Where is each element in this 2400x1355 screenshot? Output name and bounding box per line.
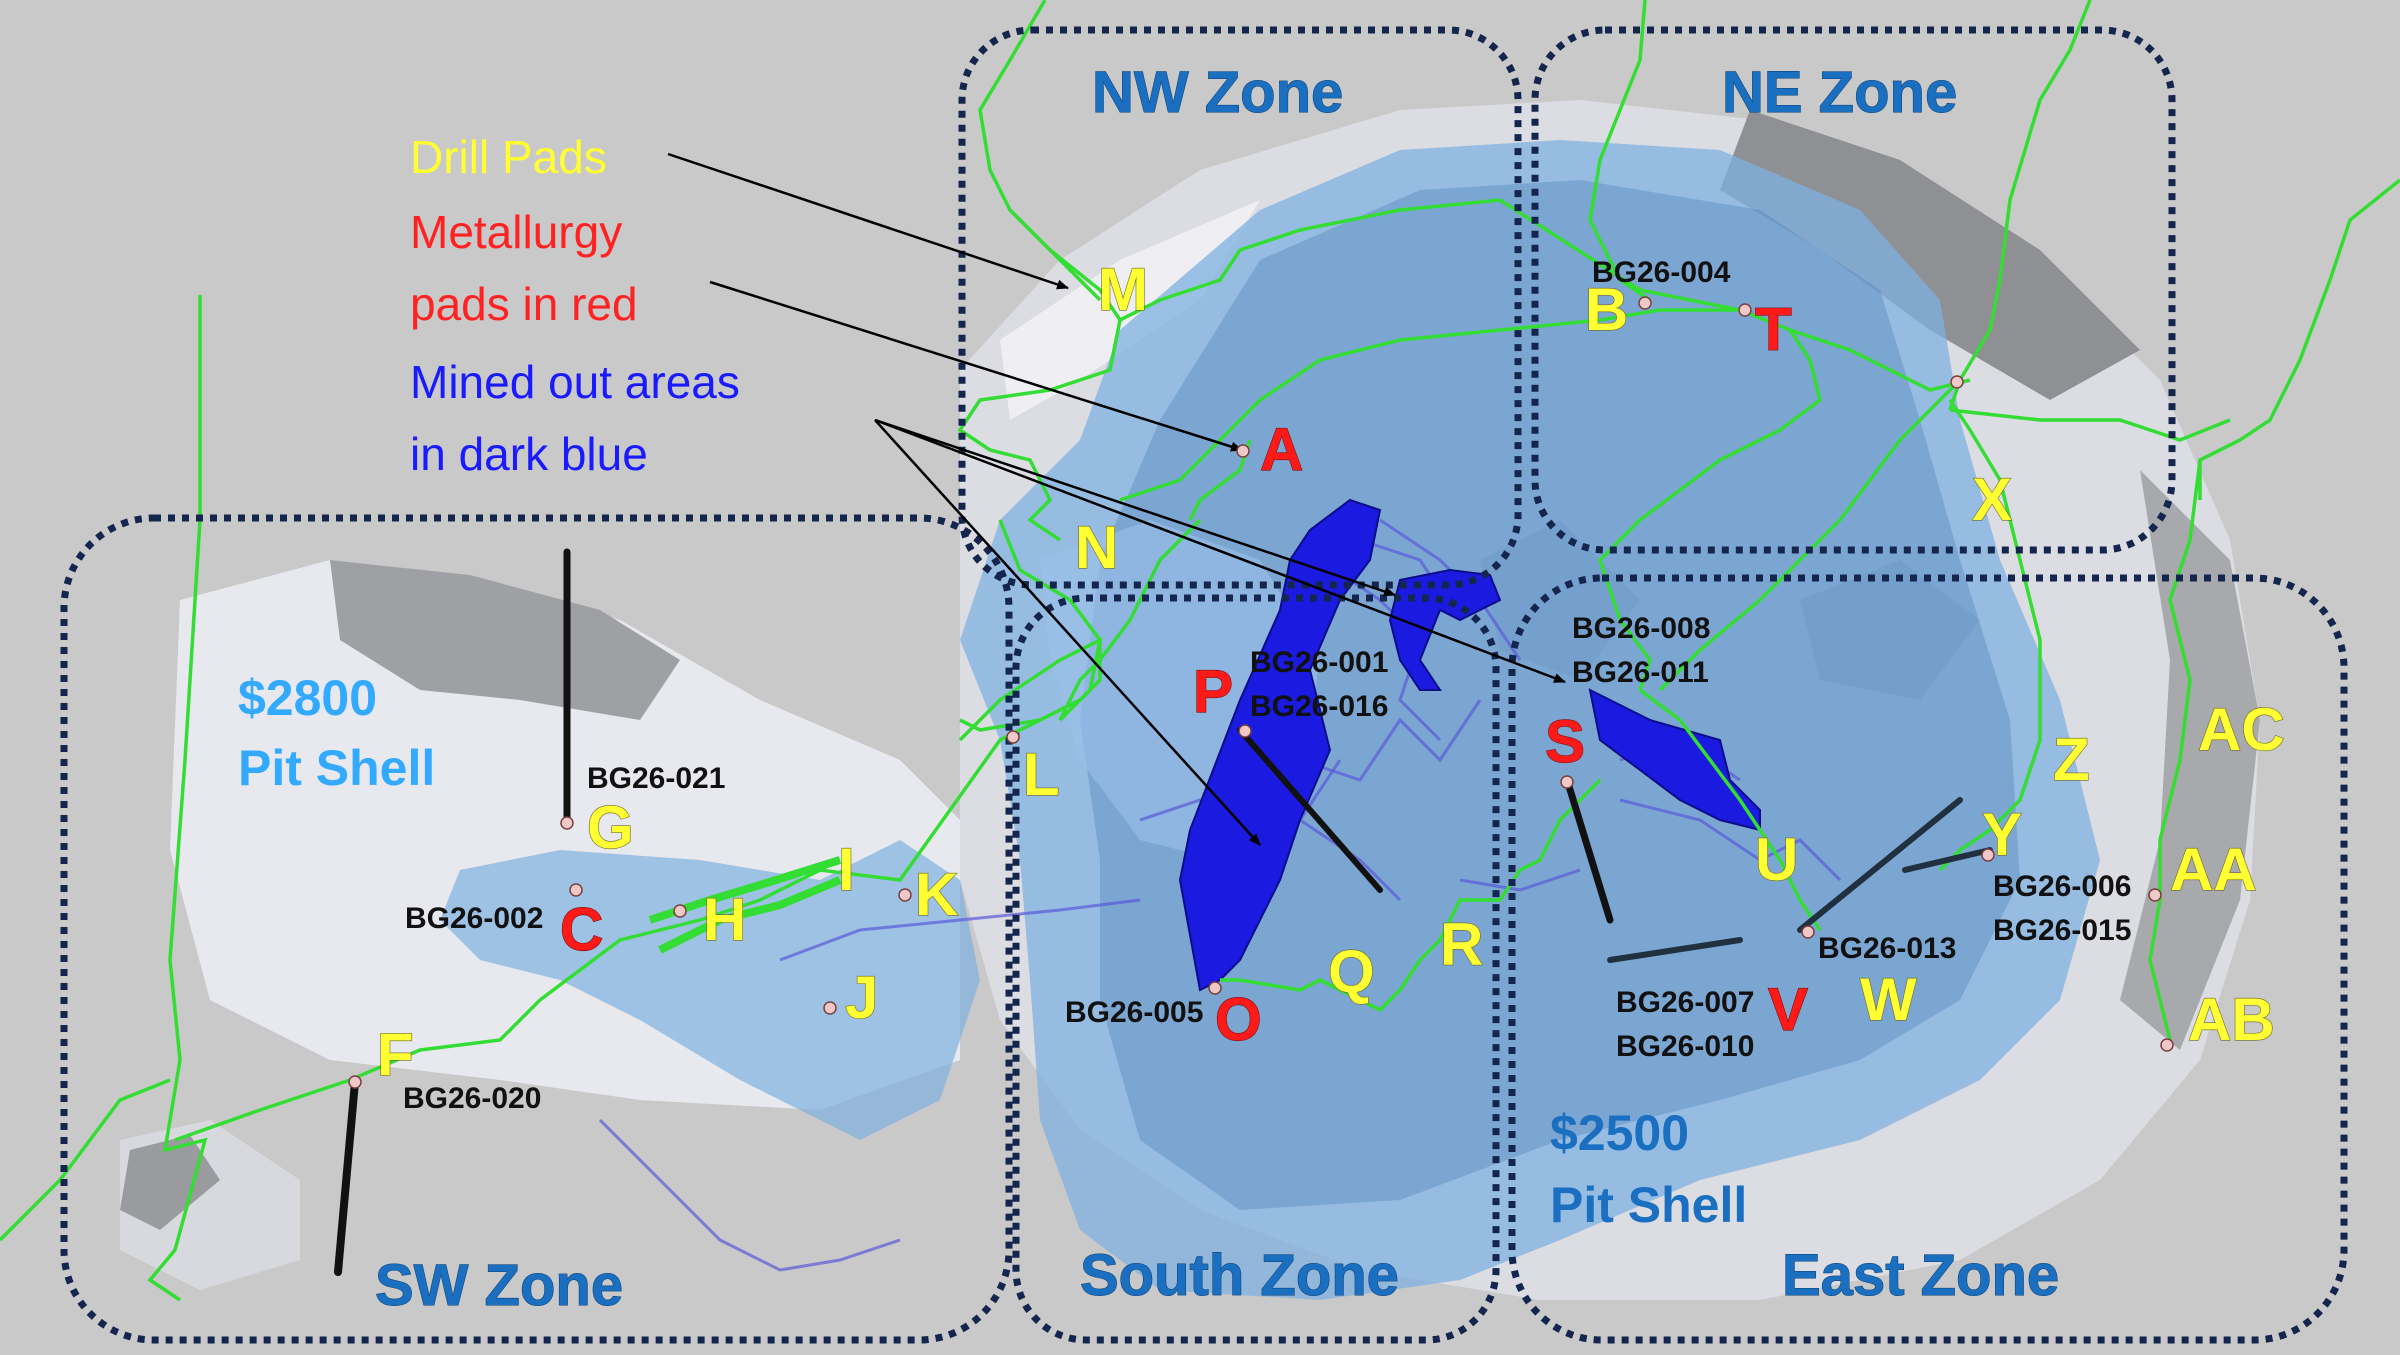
- pad-marker-j[interactable]: [823, 1001, 837, 1015]
- pad-label-s[interactable]: S: [1544, 707, 1585, 775]
- pad-marker-s[interactable]: [1560, 775, 1574, 789]
- east-pit-shell-label-line1: $2500: [1550, 1105, 1689, 1161]
- hole-label-bg26-001: BG26-001: [1250, 646, 1388, 679]
- pad-label-v[interactable]: V: [1767, 975, 1808, 1043]
- hole-label-bg26-015: BG26-015: [1993, 914, 2131, 947]
- pad-label-u[interactable]: U: [1754, 825, 1799, 893]
- pad-label-t[interactable]: T: [1754, 295, 1792, 363]
- hole-label-bg26-004: BG26-004: [1592, 256, 1731, 289]
- pad-label-a[interactable]: A: [1259, 415, 1304, 483]
- hole-label-bg26-005: BG26-005: [1065, 996, 1203, 1029]
- zone-labels: NW Zone NE Zone SW Zone South Zone East …: [375, 60, 2060, 1319]
- hole-label-bg26-013: BG26-013: [1818, 932, 1956, 965]
- pad-label-ac[interactable]: AC: [2197, 695, 2285, 763]
- legend-metallurgy-line1: Metallurgy: [410, 206, 622, 258]
- pad-label-o[interactable]: O: [1214, 985, 1262, 1053]
- pad-label-y[interactable]: Y: [1981, 800, 2022, 868]
- drill-hole-traces: [334, 548, 1993, 1276]
- pad-marker-k[interactable]: [898, 888, 912, 902]
- pad-label-n[interactable]: N: [1074, 513, 1119, 581]
- hole-label-bg26-007: BG26-007: [1616, 986, 1754, 1019]
- legend-drill-pads: Drill Pads: [410, 131, 607, 183]
- pad-label-c[interactable]: C: [559, 895, 604, 963]
- zone-label-sw: SW Zone: [375, 1253, 623, 1318]
- pad-label-x[interactable]: X: [1971, 465, 2012, 533]
- pad-marker-o[interactable]: [1208, 981, 1222, 995]
- east-zone-boundary: [1508, 574, 2348, 1344]
- pad-label-k[interactable]: K: [914, 860, 959, 928]
- pad-marker-b[interactable]: [1638, 296, 1652, 310]
- hole-label-bg26-016: BG26-016: [1250, 690, 1388, 723]
- pit-shell-labels: $2800 Pit Shell $2500 Pit Shell: [238, 670, 1747, 1233]
- pad-label-i[interactable]: I: [837, 835, 855, 903]
- sw-zone-boundary: [60, 514, 1013, 1344]
- hole-label-bg26-011: BG26-011: [1572, 656, 1709, 689]
- zone-label-ne: NE Zone: [1722, 60, 1957, 125]
- pad-label-ab[interactable]: AB: [2187, 985, 2275, 1053]
- pad-label-r[interactable]: R: [1439, 910, 1484, 978]
- pad-label-g[interactable]: G: [586, 793, 634, 861]
- pad-label-b[interactable]: B: [1584, 275, 1629, 343]
- pad-marker-l[interactable]: [1006, 730, 1020, 744]
- pad-labels: M A B T N X P S G C H I K J L F O Q R U …: [376, 255, 2285, 1088]
- pad-marker-x[interactable]: [1950, 375, 1964, 389]
- pad-label-f[interactable]: F: [376, 1020, 414, 1088]
- legend: Drill Pads Metallurgy pads in red Mined …: [410, 131, 740, 480]
- nw-zone-boundary: [958, 26, 1522, 589]
- east-pit-shell-label-line2: Pit Shell: [1550, 1177, 1747, 1233]
- ne-zone-boundary: [1531, 26, 2176, 554]
- hole-labels: BG26-004 BG26-001 BG26-016 BG26-008 BG26…: [403, 256, 2131, 1115]
- pad-label-q[interactable]: Q: [1327, 937, 1375, 1005]
- zone-label-nw: NW Zone: [1092, 60, 1343, 125]
- legend-mined-line2: in dark blue: [410, 428, 648, 480]
- pad-marker-g[interactable]: [560, 816, 574, 830]
- pad-label-w[interactable]: W: [1859, 965, 1917, 1033]
- pad-label-j[interactable]: J: [844, 963, 879, 1031]
- pad-markers: [348, 296, 2174, 1089]
- pad-label-l[interactable]: L: [1022, 740, 1060, 808]
- legend-mined-line1: Mined out areas: [410, 356, 740, 408]
- pad-label-aa[interactable]: AA: [2169, 835, 2257, 903]
- pad-marker-aa[interactable]: [2148, 888, 2162, 902]
- pad-marker-t[interactable]: [1738, 303, 1752, 317]
- pad-marker-p[interactable]: [1238, 724, 1252, 738]
- pad-marker-h[interactable]: [673, 904, 687, 918]
- hole-label-bg26-006: BG26-006: [1993, 870, 2131, 903]
- hole-label-bg26-002: BG26-002: [405, 902, 543, 935]
- pad-label-p[interactable]: P: [1192, 657, 1233, 725]
- hole-label-bg26-020: BG26-020: [403, 1082, 541, 1115]
- hole-label-bg26-010: BG26-010: [1616, 1030, 1754, 1063]
- zone-label-east: East Zone: [1782, 1243, 2059, 1308]
- zone-label-south: South Zone: [1080, 1243, 1399, 1308]
- pad-marker-ab[interactable]: [2160, 1038, 2174, 1052]
- south-zone-boundary: [1012, 594, 1500, 1344]
- pad-marker-f[interactable]: [348, 1075, 362, 1089]
- pad-marker-y[interactable]: [1981, 848, 1995, 862]
- sw-pit-shell-label-line2: Pit Shell: [238, 740, 435, 796]
- hole-label-bg26-008: BG26-008: [1572, 612, 1710, 645]
- hole-label-bg26-021: BG26-021: [587, 762, 725, 795]
- pad-label-m[interactable]: M: [1097, 255, 1148, 323]
- zone-boundaries: [60, 26, 2348, 1344]
- sw-pit-shell-label-line1: $2800: [238, 670, 377, 726]
- pad-marker-c[interactable]: [569, 883, 583, 897]
- pit-shells: [440, 140, 2100, 1300]
- legend-metallurgy-line2: pads in red: [410, 278, 638, 330]
- pad-label-z[interactable]: Z: [2052, 725, 2090, 793]
- legend-arrows: [667, 152, 1566, 846]
- pad-marker-a[interactable]: [1236, 444, 1250, 458]
- pad-marker-v[interactable]: [1801, 925, 1815, 939]
- pad-label-h[interactable]: H: [702, 885, 747, 953]
